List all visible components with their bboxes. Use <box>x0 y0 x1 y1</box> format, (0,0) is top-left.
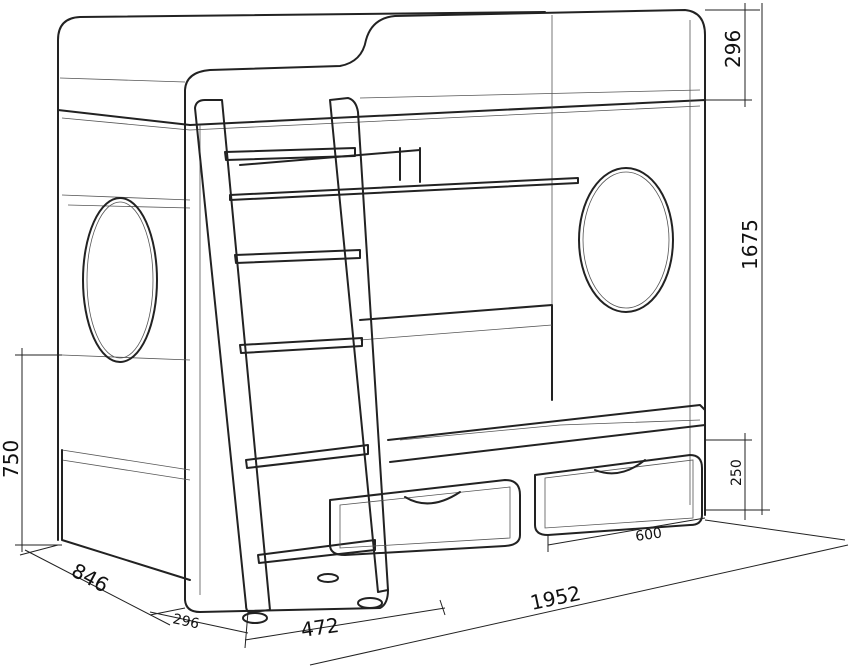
lower-bed-rail <box>387 404 706 463</box>
dim-ladder-width: 472 <box>299 613 340 642</box>
shelf <box>229 177 579 201</box>
foot <box>357 597 383 609</box>
drawer-right <box>534 454 703 536</box>
front-left-post <box>184 99 389 613</box>
ladder-right-rail <box>329 97 389 593</box>
right-porthole <box>578 167 674 313</box>
drawer-left <box>329 479 521 556</box>
back-top-guard <box>57 11 546 541</box>
front-top-guard <box>184 9 706 111</box>
foot <box>242 612 268 624</box>
ladder <box>194 97 389 613</box>
dim-ladder-depth: 296 <box>171 611 201 632</box>
ladder-left-rail <box>194 99 271 613</box>
dim-guard-height: 296 <box>721 30 745 68</box>
dimension-lines <box>15 3 849 666</box>
foot <box>317 573 339 583</box>
dim-total-length: 1952 <box>528 581 583 615</box>
drawers <box>242 454 703 624</box>
dim-drawer-width: 600 <box>634 525 663 545</box>
dim-lower-bed-height: 750 <box>0 440 23 478</box>
bed-frame <box>57 9 706 613</box>
left-porthole <box>82 197 158 363</box>
ladder-rungs <box>224 147 376 564</box>
dim-drawer-height: 250 <box>729 459 745 486</box>
dim-total-height: 1675 <box>738 219 762 270</box>
